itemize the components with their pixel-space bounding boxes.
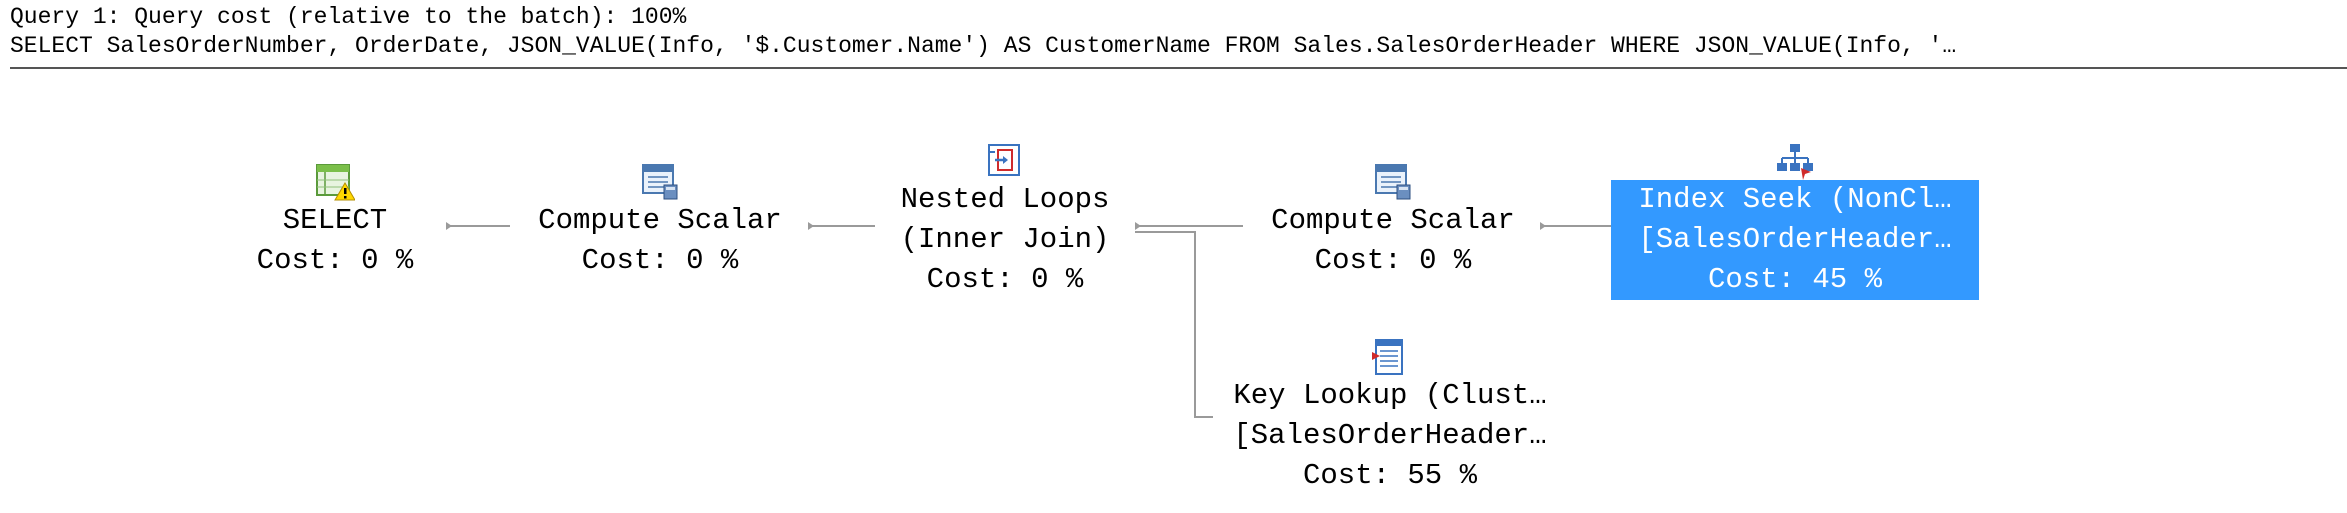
query-cost-header: Query 1: Query cost (relative to the bat… [10, 4, 687, 30]
node-cost: Cost: 0 % [926, 263, 1084, 296]
plan-node-select[interactable]: SELECT Cost: 0 % [230, 163, 440, 281]
plan-node-compute-scalar-2[interactable]: Compute Scalar Cost: 0 % [1243, 163, 1543, 281]
select-warning-icon [315, 163, 355, 201]
node-name: Compute Scalar [538, 204, 782, 237]
node-cost: Cost: 0 % [581, 244, 739, 277]
node-name: SELECT [282, 204, 388, 237]
plan-node-index-seek[interactable]: Index Seek (NonCl… [SalesOrderHeader… Co… [1611, 142, 1979, 300]
selection-highlight: Index Seek (NonCl… [SalesOrderHeader… Co… [1611, 180, 1979, 300]
node-subname: [SalesOrderHeader… [1233, 419, 1547, 452]
node-subname: [SalesOrderHeader… [1611, 220, 1979, 260]
node-name: Compute Scalar [1271, 204, 1515, 237]
compute-scalar-icon [640, 163, 680, 201]
key-lookup-icon [1370, 338, 1410, 376]
node-name: Index Seek (NonCl… [1611, 180, 1979, 220]
nested-loops-icon [985, 142, 1025, 180]
index-seek-icon [1775, 142, 1815, 180]
node-name: Key Lookup (Clust… [1233, 379, 1547, 412]
plan-node-key-lookup[interactable]: Key Lookup (Clust… [SalesOrderHeader… Co… [1205, 338, 1575, 496]
compute-scalar-icon [1373, 163, 1413, 201]
connector-lookup-nested [1135, 231, 1213, 418]
node-subname: (Inner Join) [900, 223, 1110, 256]
plan-node-nested-loops[interactable]: Nested Loops (Inner Join) Cost: 0 % [870, 142, 1140, 300]
node-name: Nested Loops [900, 183, 1110, 216]
node-cost: Cost: 55 % [1302, 459, 1478, 492]
node-cost: Cost: 45 % [1611, 260, 1979, 300]
node-cost: Cost: 0 % [256, 244, 414, 277]
node-cost: Cost: 0 % [1314, 244, 1472, 277]
header-separator [10, 67, 2347, 69]
plan-node-compute-scalar-1[interactable]: Compute Scalar Cost: 0 % [510, 163, 810, 281]
